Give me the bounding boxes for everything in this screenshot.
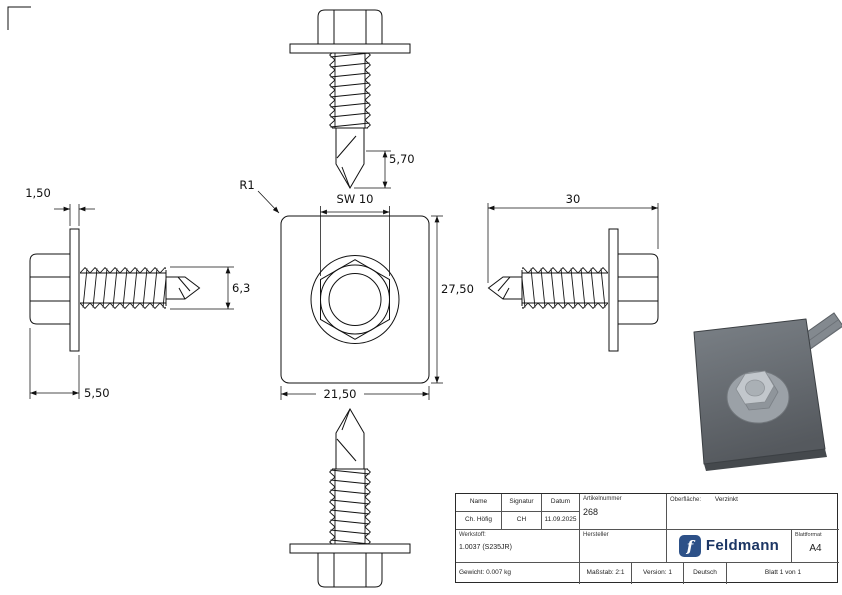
brand-wordmark: Feldmann — [705, 536, 780, 554]
feldmann-logo-glyph: f — [686, 538, 696, 556]
title-block-name-value: Ch. Höfig — [456, 511, 501, 529]
dimension-label-corner-radius: R1 — [239, 178, 254, 192]
title-block-signature-value: CH — [501, 511, 541, 529]
title-block-date-value: 11.09.2025 — [541, 511, 579, 529]
isometric-view — [693, 312, 842, 471]
dimension-label-drill-point-length: 5,70 — [389, 152, 415, 166]
sheet-number-value: Blatt 1 von 1 — [726, 562, 839, 584]
title-block-format-cell: Blattformat A4 — [791, 529, 839, 562]
material-value: 1.0037 (S235JR) — [459, 543, 512, 551]
title-block-surface-cell: Oberfläche: Verzinkt — [666, 494, 839, 529]
title-block-manufacturer-cell: Hersteller — [579, 529, 666, 562]
dimension-label-wrench-size: SW 10 — [337, 192, 374, 206]
title-block-material-cell: Werkstoff: 1.0037 (S235JR) — [456, 529, 579, 562]
title-block-signature-header: Signatur — [501, 494, 541, 511]
dimensions: SW 10 R1 27,50 21,50 6,3 1,50 5,50 5,70 … — [25, 150, 659, 401]
weight-value: Gewicht: 0.007 kg — [456, 562, 579, 584]
title-block-article-cell: Artikelnummer 268 — [579, 494, 666, 529]
title-block-name-header: Name — [469, 498, 488, 506]
shank-hole-circle — [328, 273, 382, 326]
title-block-date-header: Datum — [541, 494, 579, 511]
left-view — [29, 228, 200, 352]
dimension-label-plate-width: 21,50 — [324, 387, 357, 401]
sheet-frame-corner — [7, 6, 31, 30]
flange-circle — [310, 255, 400, 344]
sheet-format-label: Blattformat — [795, 532, 822, 538]
dimension-label-washer-thickness: 1,50 — [25, 186, 51, 200]
dimension-label-plate-height: 27,50 — [441, 282, 474, 296]
version-value: Version: 1 — [631, 562, 683, 584]
dimension-label-overall-length: 30 — [566, 192, 581, 206]
dimension-label-thread-diameter: 6,3 — [232, 281, 250, 295]
title-block: Name Signatur Datum Ch. Höfig CH 11.09.2… — [455, 493, 839, 584]
article-number-label: Artikelnummer — [583, 496, 622, 502]
surface-value: Verzinkt — [714, 496, 738, 503]
bottom-view — [289, 408, 411, 588]
front-view-plate — [280, 215, 430, 384]
plate-outline — [280, 215, 430, 384]
scale-value: Maßstab: 2:1 — [579, 562, 631, 584]
language-value: Deutsch — [683, 562, 726, 584]
hex-head-front — [320, 259, 390, 340]
sheet-format-value: A4 — [809, 542, 822, 554]
article-number-value: 268 — [583, 506, 599, 517]
surface-label: Oberfläche: — [670, 497, 702, 503]
title-block-logo-cell: f Feldmann — [666, 529, 791, 562]
feldmann-logo-icon: f — [678, 535, 701, 557]
dimension-label-head-length: 5,50 — [84, 386, 110, 400]
manufacturer-label: Hersteller — [583, 532, 609, 538]
right-view — [488, 228, 659, 352]
plate-thickness-3d — [704, 449, 827, 471]
material-label: Werkstoff: — [459, 532, 486, 538]
